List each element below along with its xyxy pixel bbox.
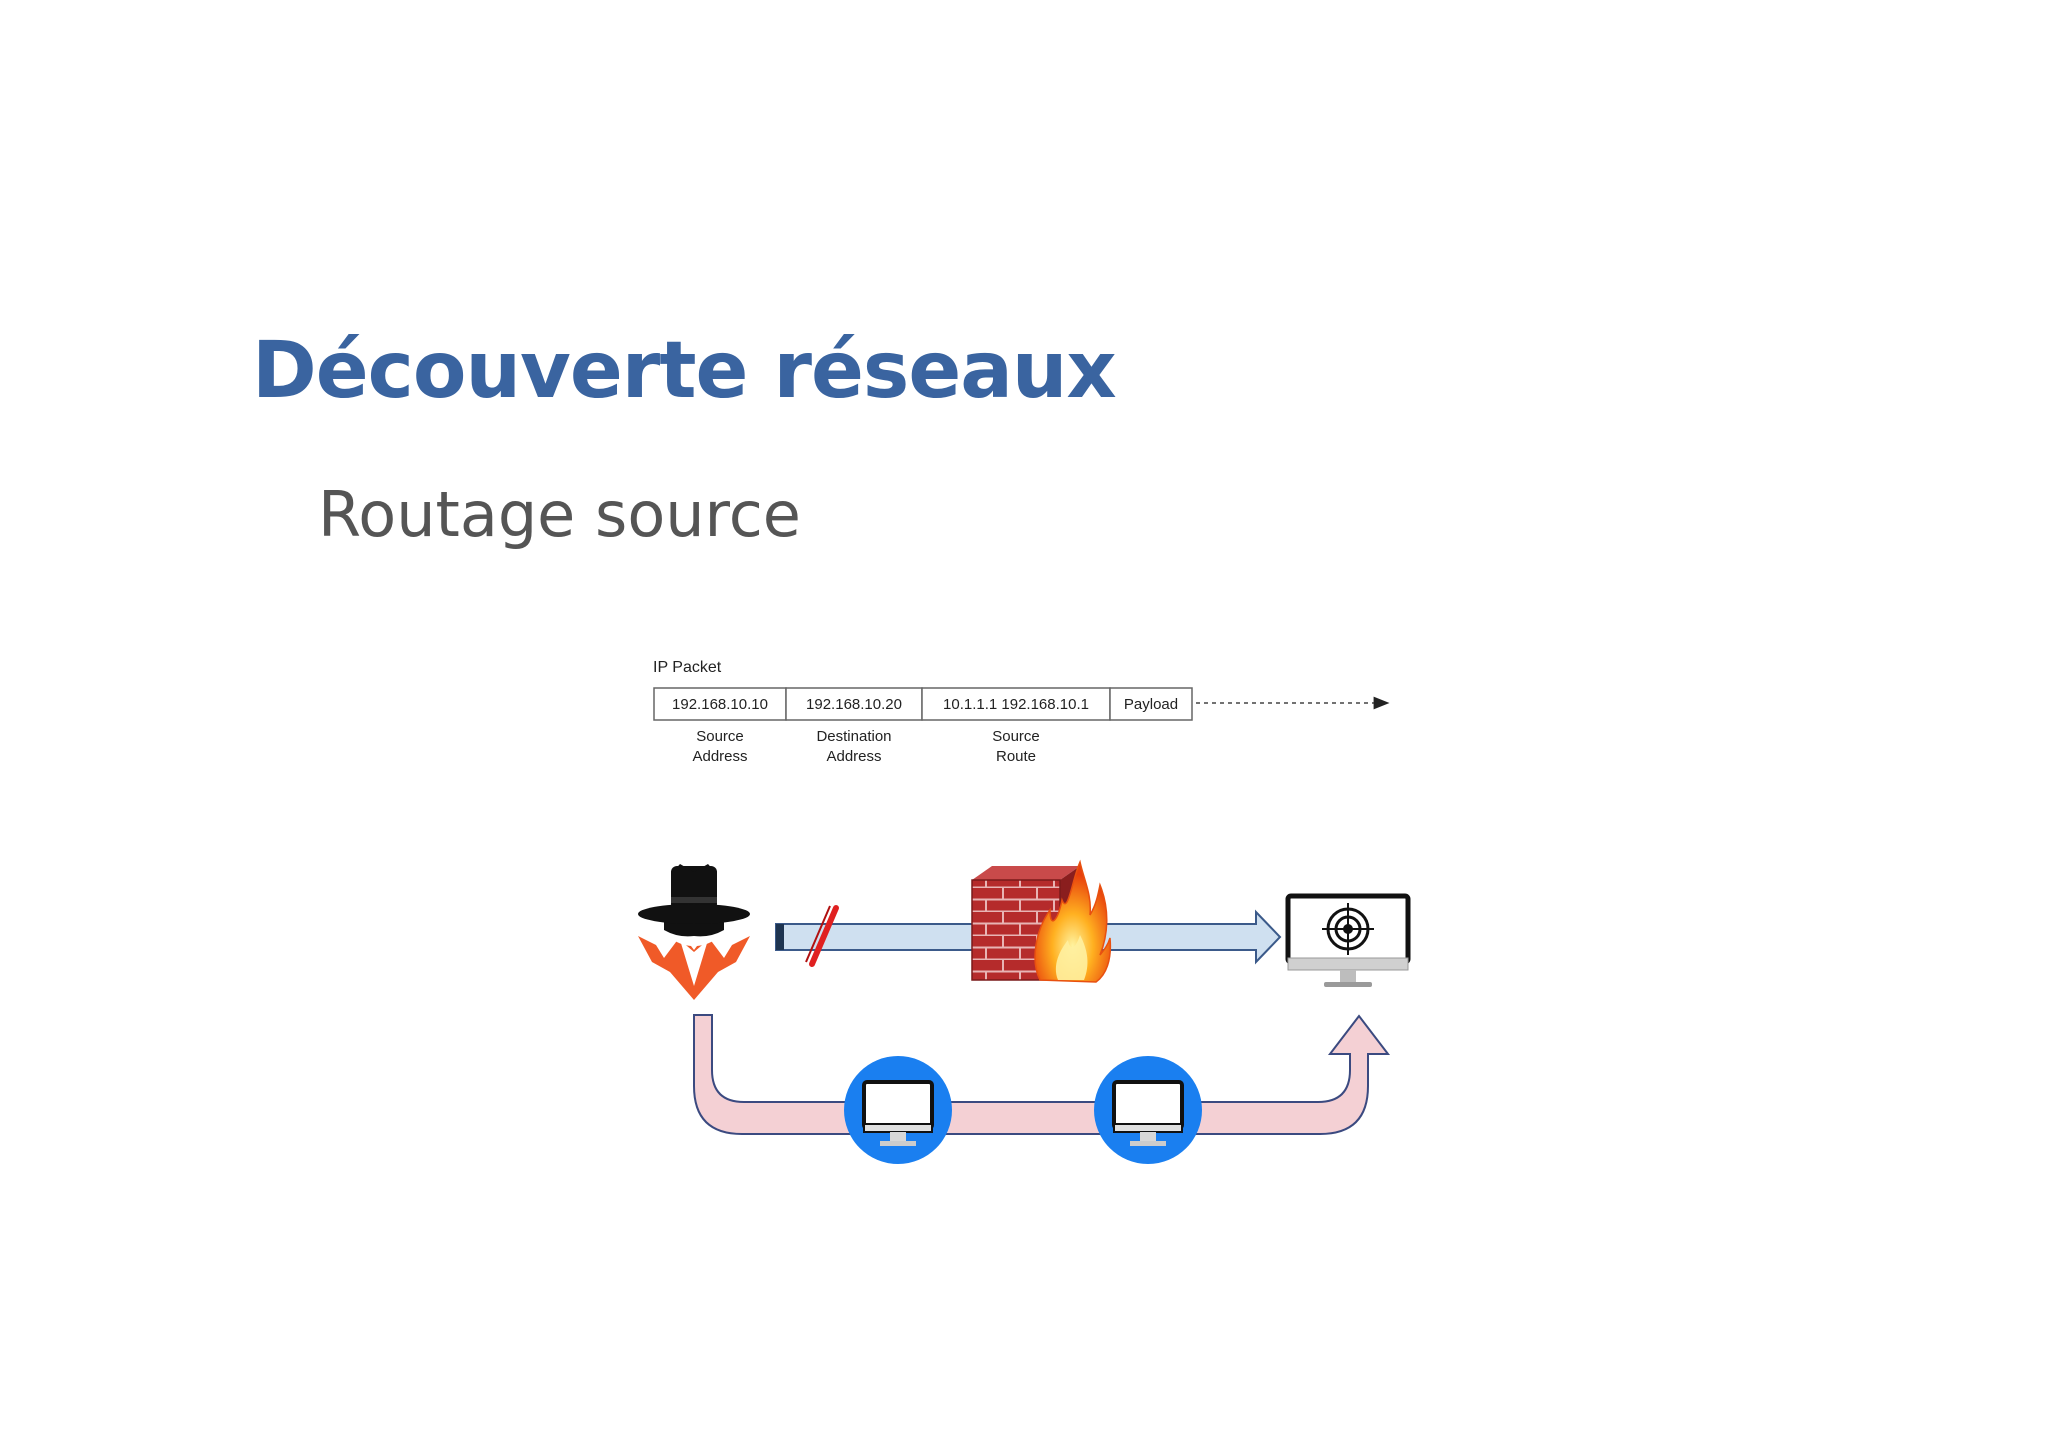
source-route-path-arrow	[693, 1014, 1391, 1135]
slide-subtitle: Routage source	[318, 478, 801, 551]
router-node-1	[844, 1056, 952, 1164]
spy-attacker-icon	[638, 864, 750, 1000]
slide-title: Découverte réseaux	[252, 326, 1117, 416]
blocked-mark-icon	[805, 905, 839, 967]
packet-field-value: 10.1.1.1 192.168.10.1	[943, 696, 1089, 713]
packet-field-caption: Source	[696, 728, 744, 745]
ip-packet-label: IP Packet	[653, 659, 722, 676]
packet-field-destination-address: 192.168.10.20 Destination Address	[785, 687, 923, 765]
packet-field-caption: Address	[826, 748, 881, 765]
packet-field-caption: Route	[996, 748, 1036, 765]
computer-node-icon	[862, 1080, 934, 1146]
packet-field-source-route: 10.1.1.1 192.168.10.1 Source Route	[921, 687, 1111, 765]
packet-field-value: Payload	[1124, 696, 1178, 713]
packet-field-source-address: 192.168.10.10 Source Address	[653, 687, 787, 765]
firewall-icon	[971, 859, 1112, 983]
packet-field-value: 192.168.10.10	[672, 696, 768, 713]
computer-node-icon	[1112, 1080, 1184, 1146]
packet-field-caption: Source	[992, 728, 1040, 745]
packet-field-caption: Destination	[816, 728, 891, 745]
packet-field-value: 192.168.10.20	[806, 696, 902, 713]
ip-packet: IP Packet 192.168.10.10 Source Address 1…	[653, 659, 1390, 765]
packet-field-payload: Payload	[1109, 687, 1193, 721]
packet-field-caption: Address	[692, 748, 747, 765]
target-monitor-icon	[1285, 893, 1411, 987]
router-node-2	[1094, 1056, 1202, 1164]
